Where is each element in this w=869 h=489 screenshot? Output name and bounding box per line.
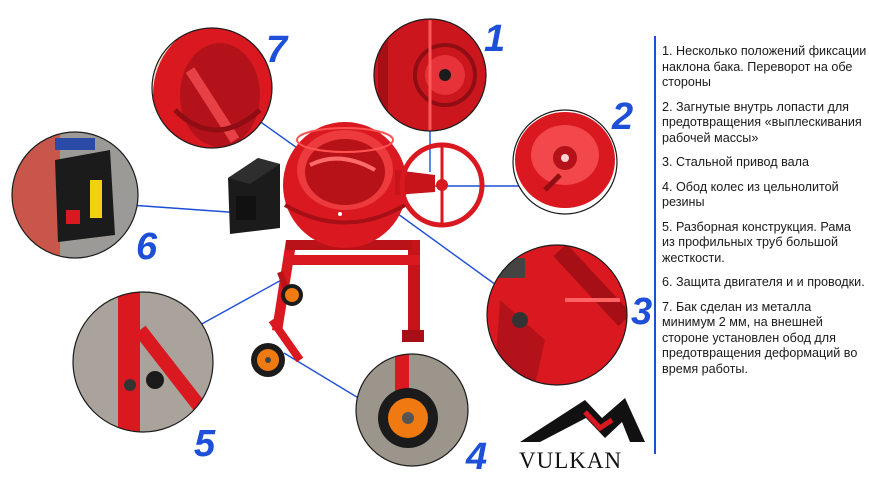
callout-number-2: 2 xyxy=(612,96,634,138)
feature-item-4: 4. Обод колес из цельнолитой резины xyxy=(662,179,839,210)
gear-ring-detail xyxy=(374,19,486,131)
feature-item-1: 1. Несколько положений фиксации наклона … xyxy=(662,44,867,89)
mountain-logo-icon xyxy=(520,398,645,442)
vertical-divider xyxy=(654,36,656,454)
callout-number-6: 6 xyxy=(136,226,158,268)
feature-item-3: 3. Стальной привод вала xyxy=(662,155,810,169)
callout-number-4: 4 xyxy=(466,436,488,478)
frame-detail xyxy=(73,292,213,432)
callout-number-5: 5 xyxy=(194,423,216,465)
callout-number-3: 3 xyxy=(631,291,653,333)
feature-item-7: 7. Бак сделан из металла минимум 2 мм, н… xyxy=(662,299,858,376)
drive-shaft-detail xyxy=(487,245,627,385)
feature-list: 1. Несколько положений фиксации наклона … xyxy=(662,44,867,386)
brand-logo-text: VULKAN xyxy=(519,448,623,473)
concrete-mixer-photo xyxy=(228,122,485,377)
paddle-detail xyxy=(513,110,617,214)
wheel-detail xyxy=(356,354,468,466)
drum-detail xyxy=(152,28,272,148)
feature-item-6: 6. Защита двигателя и и проводки. xyxy=(662,275,865,289)
feature-item-5: 5. Разборная конструкция. Рама из профил… xyxy=(662,219,852,265)
motor-cover-detail xyxy=(12,132,138,258)
callout-number-1: 1 xyxy=(484,18,506,60)
feature-item-2: 2. Загнутые внутрь лопасти для предотвра… xyxy=(662,99,862,145)
callout-number-7: 7 xyxy=(266,29,288,71)
